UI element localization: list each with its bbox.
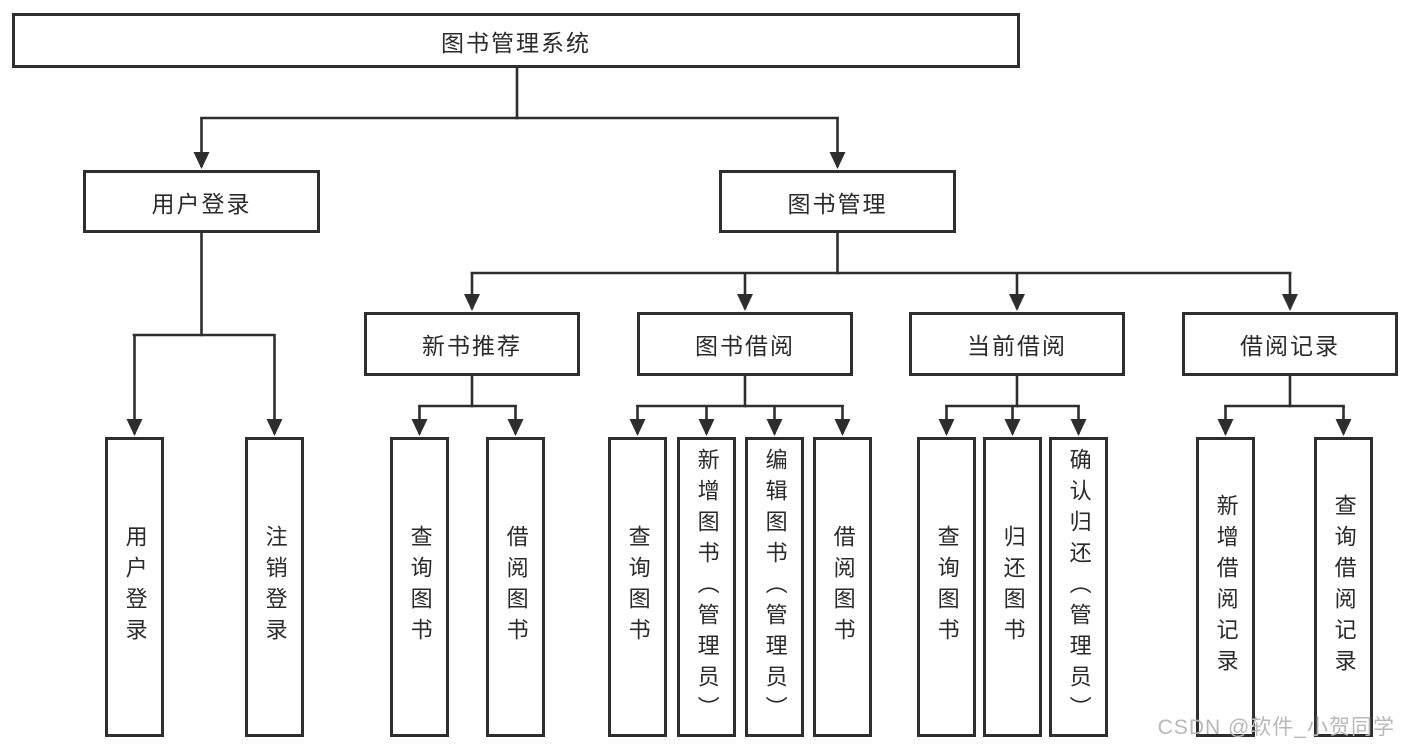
leaf-cb-return-books: 归还图书 bbox=[983, 437, 1042, 737]
node-book-borrow: 图书借阅 bbox=[637, 312, 853, 376]
connector-root-to-level2 bbox=[193, 67, 846, 169]
node-root: 图书管理系统 bbox=[12, 13, 1020, 68]
leaf-cb-confirm-return-admin: 确认归还（管理员） bbox=[1049, 437, 1108, 737]
leaf-br-query-record: 查询借阅记录 bbox=[1314, 437, 1373, 737]
node-root-label: 图书管理系统 bbox=[441, 29, 591, 56]
leaf-cb-query-books: 查询图书 bbox=[917, 437, 976, 737]
leaf-label: 归还图书 bbox=[1000, 525, 1026, 649]
leaf-label: 借阅图书 bbox=[830, 525, 856, 649]
connector-borrow-records-group bbox=[1217, 376, 1352, 436]
leaf-nb-query-books: 查询图书 bbox=[390, 437, 449, 737]
leaf-bb-query-books: 查询图书 bbox=[608, 437, 667, 737]
leaf-label: 注销登录 bbox=[262, 525, 288, 649]
connector-new-books-group bbox=[411, 376, 524, 436]
node-borrow-records-label: 借阅记录 bbox=[1240, 333, 1340, 359]
leaf-logout: 注销登录 bbox=[245, 437, 304, 737]
node-new-books-label: 新书推荐 bbox=[422, 333, 522, 359]
node-book-mgmt-label: 图书管理 bbox=[787, 190, 888, 217]
leaf-bb-add-books-admin: 新增图书（管理员） bbox=[677, 437, 736, 737]
leaf-label: 查询图书 bbox=[934, 525, 960, 649]
leaf-label: 用户登录 bbox=[122, 525, 148, 649]
leaf-nb-borrow-books: 借阅图书 bbox=[486, 437, 545, 737]
leaf-bb-edit-books-admin: 编辑图书（管理员） bbox=[745, 437, 804, 737]
node-book-borrow-label: 图书借阅 bbox=[695, 333, 795, 359]
leaf-label: 新增图书（管理员） bbox=[694, 447, 720, 727]
leaf-label: 新增借阅记录 bbox=[1213, 494, 1239, 680]
leaf-label: 查询图书 bbox=[407, 525, 433, 649]
leaf-user-login: 用户登录 bbox=[105, 437, 164, 737]
node-borrow-records: 借阅记录 bbox=[1182, 312, 1398, 376]
leaf-label: 查询借阅记录 bbox=[1331, 494, 1357, 680]
connector-current-borrow-group bbox=[938, 376, 1087, 436]
leaf-label: 编辑图书（管理员） bbox=[762, 447, 788, 727]
connector-user-login-group bbox=[126, 233, 283, 436]
leaf-br-add-record: 新增借阅记录 bbox=[1196, 437, 1255, 737]
connector-book-borrow-group bbox=[629, 376, 851, 436]
node-user-login: 用户登录 bbox=[83, 170, 320, 233]
csdn-watermark: CSDN @软件_小贺同学 bbox=[1157, 716, 1395, 739]
node-current-borrow-label: 当前借阅 bbox=[967, 333, 1067, 359]
node-user-login-label: 用户登录 bbox=[151, 190, 252, 217]
leaf-label: 借阅图书 bbox=[503, 525, 529, 649]
node-book-mgmt: 图书管理 bbox=[719, 170, 956, 233]
leaf-label: 确认归还（管理员） bbox=[1066, 447, 1092, 727]
connector-book-mgmt-to-level3 bbox=[464, 233, 1298, 311]
leaf-label: 查询图书 bbox=[625, 525, 651, 649]
node-new-books: 新书推荐 bbox=[364, 312, 580, 376]
node-current-borrow: 当前借阅 bbox=[909, 312, 1125, 376]
leaf-bb-borrow-books: 借阅图书 bbox=[813, 437, 872, 737]
